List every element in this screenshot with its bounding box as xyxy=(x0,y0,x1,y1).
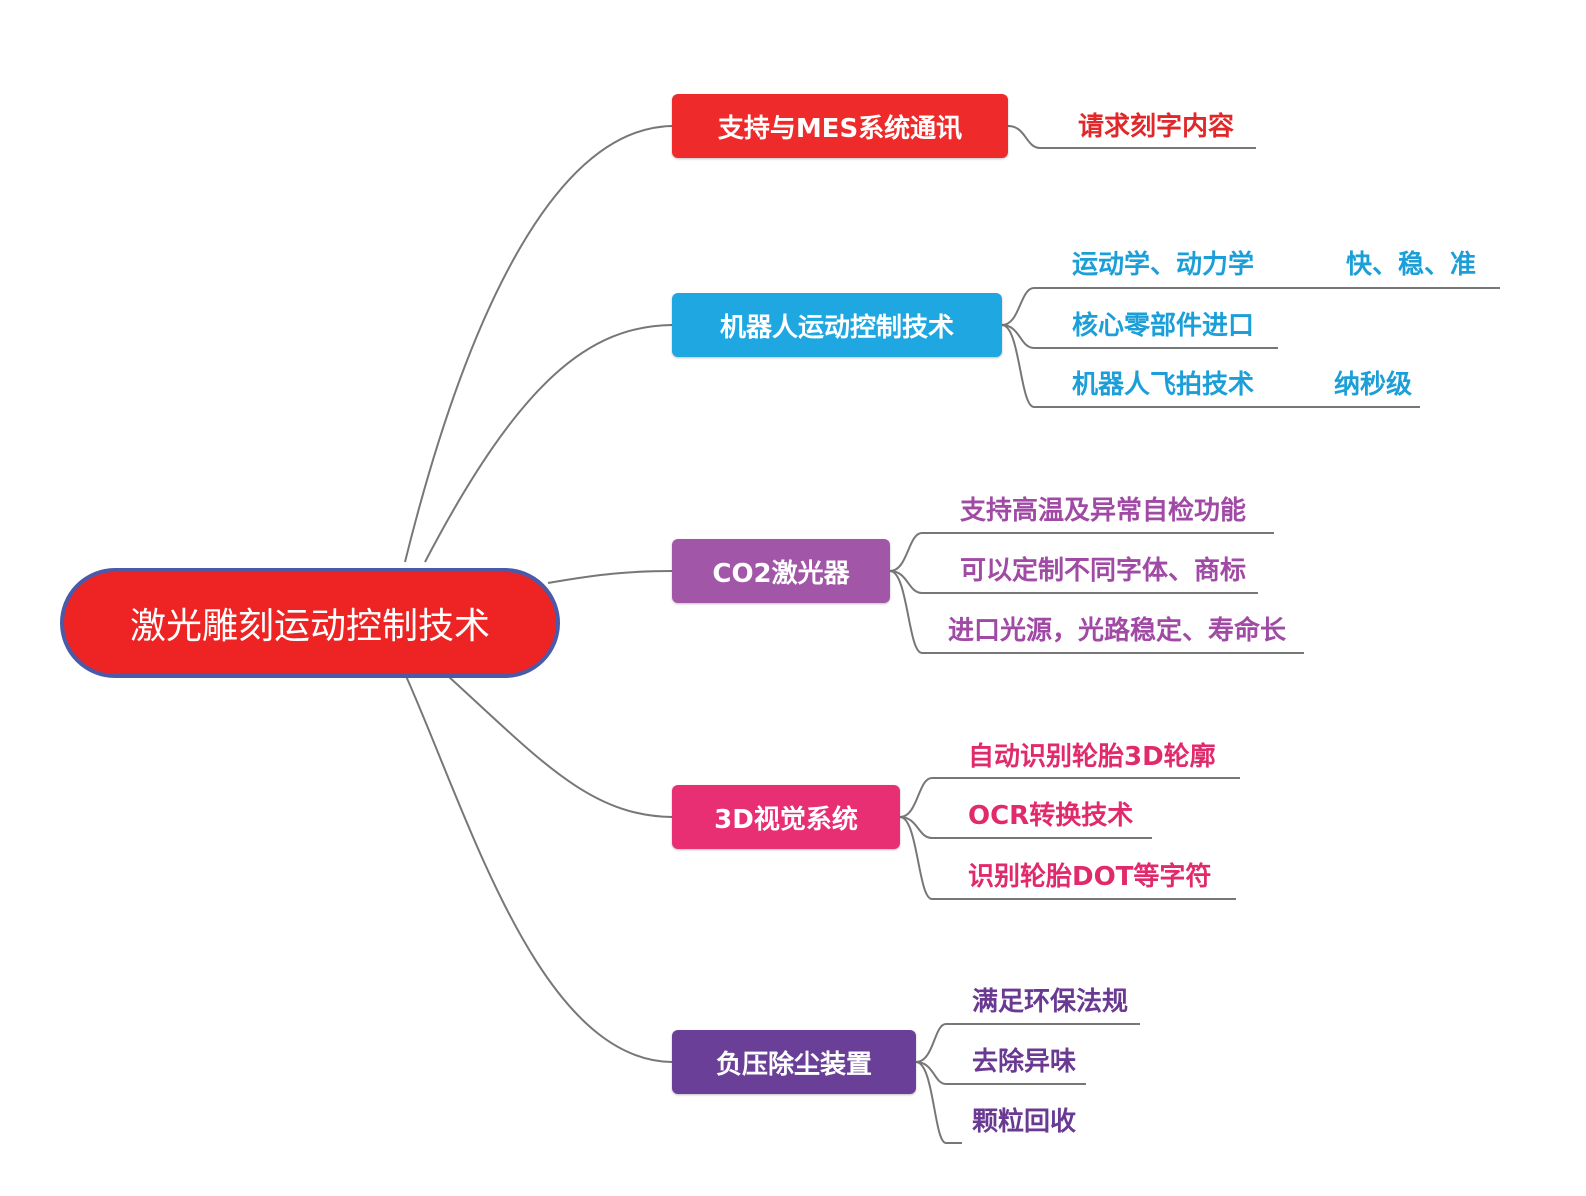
root-node[interactable]: 激光雕刻运动控制技术 xyxy=(60,568,560,678)
leaf-text: 机器人飞拍技术 xyxy=(1072,370,1255,400)
branch-label: 机器人运动控制技术 xyxy=(719,312,954,343)
leaf-text: OCR转换技术 xyxy=(968,801,1134,831)
leaf-note: 纳秒级 xyxy=(1334,370,1413,400)
leaf-text: 可以定制不同字体、商标 xyxy=(960,556,1247,586)
leaf-imported-parts[interactable]: 核心零部件进口 xyxy=(1072,311,1254,341)
connector-leaf-10 xyxy=(915,1023,1140,1063)
connector-root-to-co2 xyxy=(547,570,673,584)
branch-label: 3D视觉系统 xyxy=(714,804,858,835)
branch-label: CO2激光器 xyxy=(712,558,850,589)
leaf-text: 进口光源，光路稳定、寿命长 xyxy=(948,616,1287,646)
root-label: 激光雕刻运动控制技术 xyxy=(129,606,490,647)
connector-leaf-12 xyxy=(915,1061,962,1144)
connector-leaf-2 xyxy=(1001,324,1278,349)
leaf-text: 支持高温及异常自检功能 xyxy=(960,496,1247,526)
connector-root-to-mes xyxy=(404,125,673,563)
connector-leaf-1 xyxy=(1001,287,1500,326)
leaf-text: 自动识别轮胎3D轮廓 xyxy=(968,742,1216,772)
leaf-text: 运动学、动力学 xyxy=(1072,250,1255,280)
connector-root-to-robot xyxy=(424,324,673,563)
leaf-kinematics[interactable]: 运动学、动力学 xyxy=(1072,250,1254,280)
leaf-particle-recovery[interactable]: 颗粒回收 xyxy=(972,1107,1076,1137)
leaf-note-fast-stable-accurate: 快、稳、准 xyxy=(1346,250,1476,280)
branch-mes-communication[interactable]: 支持与MES系统通讯 xyxy=(672,94,1008,158)
leaf-request-content[interactable]: 请求刻字内容 xyxy=(1078,112,1234,142)
branch-label: 支持与MES系统通讯 xyxy=(717,113,963,144)
branch-3d-vision[interactable]: 3D视觉系统 xyxy=(672,785,900,849)
leaf-ocr[interactable]: OCR转换技术 xyxy=(968,801,1133,831)
leaf-text: 满足环保法规 xyxy=(972,987,1129,1017)
leaf-fly-shot[interactable]: 机器人飞拍技术 xyxy=(1072,370,1254,400)
leaf-note: 快、稳、准 xyxy=(1346,250,1477,280)
leaf-odor-removal[interactable]: 去除异味 xyxy=(972,1047,1076,1077)
leaf-dot-recognition[interactable]: 识别轮胎DOT等字符 xyxy=(968,862,1211,892)
branch-co2-laser[interactable]: CO2激光器 xyxy=(672,539,890,603)
connector-leaf-8 xyxy=(899,816,1152,839)
branch-label: 负压除尘装置 xyxy=(715,1049,872,1080)
leaf-3d-contour[interactable]: 自动识别轮胎3D轮廓 xyxy=(968,742,1216,772)
leaf-self-check[interactable]: 支持高温及异常自检功能 xyxy=(960,496,1246,526)
connector-leaf-9 xyxy=(899,816,1236,900)
connector-leaf-11 xyxy=(915,1061,1086,1085)
leaf-text: 核心零部件进口 xyxy=(1072,311,1255,341)
leaf-note-nanosecond: 纳秒级 xyxy=(1334,370,1412,400)
connector-leaf-5 xyxy=(889,570,1258,594)
connector-leaf-7 xyxy=(899,777,1240,818)
leaf-text: 识别轮胎DOT等字符 xyxy=(968,862,1212,892)
connector-root-to-vision xyxy=(447,675,673,818)
leaf-imported-light-source[interactable]: 进口光源，光路稳定、寿命长 xyxy=(948,616,1286,646)
leaf-environmental[interactable]: 满足环保法规 xyxy=(972,987,1128,1017)
connector-leaf-0 xyxy=(1007,125,1256,149)
leaf-text: 请求刻字内容 xyxy=(1078,112,1235,142)
leaf-text: 颗粒回收 xyxy=(972,1107,1077,1137)
leaf-custom-fonts[interactable]: 可以定制不同字体、商标 xyxy=(960,556,1246,586)
connector-leaf-3 xyxy=(1001,324,1420,408)
connector-root-to-dust xyxy=(405,675,673,1063)
connector-leaf-6 xyxy=(889,570,1304,654)
connector-leaf-4 xyxy=(889,532,1274,572)
branch-dust-removal[interactable]: 负压除尘装置 xyxy=(672,1030,916,1094)
leaf-text: 去除异味 xyxy=(972,1047,1077,1077)
branch-robot-motion-control[interactable]: 机器人运动控制技术 xyxy=(672,293,1002,357)
